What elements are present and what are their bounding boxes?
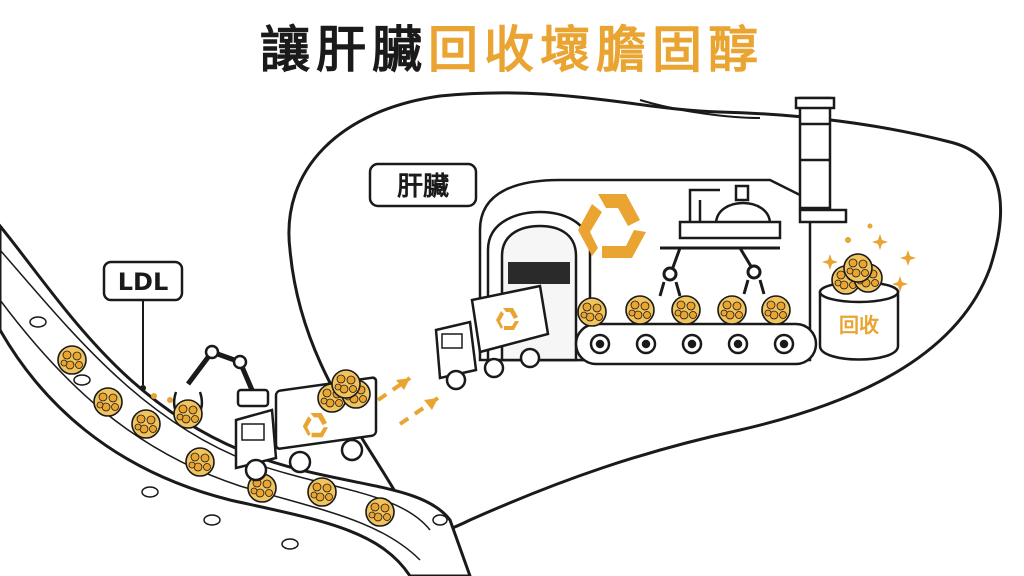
title-part-accent: 回收壞膽固醇 — [428, 21, 764, 79]
title-part-dark: 讓肝臟 — [260, 21, 428, 79]
ldl-label-box: LDL — [102, 260, 184, 391]
recycle-bin-label: 回收 — [839, 313, 879, 337]
grabbed-ldl-particle — [172, 398, 204, 430]
ldl-particle — [57, 345, 87, 375]
ldl-particle — [307, 477, 337, 507]
factory-arms — [658, 246, 780, 297]
ldl-particles — [57, 345, 395, 527]
page-title: 讓肝臟回收壞膽固醇 — [0, 10, 1024, 82]
robotic-arm-left — [172, 344, 270, 430]
ldl-particle — [93, 387, 123, 417]
ldl-particle — [365, 497, 395, 527]
ldl-label: LDL — [118, 268, 169, 296]
recycle-icon — [302, 413, 329, 438]
sparkle-icon — [822, 223, 916, 292]
ldl-particle — [185, 447, 215, 477]
recycle-icon — [496, 308, 519, 330]
recycling-truck-left — [234, 368, 378, 482]
recycle-icon — [578, 194, 646, 258]
liver-label-box: 肝臟 — [368, 162, 478, 208]
conveyor-belt — [574, 322, 818, 366]
ldl-particle — [131, 409, 161, 439]
recycle-bin: 回收 — [818, 253, 900, 361]
recycling-truck-right — [434, 284, 550, 391]
liver-label: 肝臟 — [397, 172, 449, 202]
blood-vessel — [0, 223, 472, 576]
